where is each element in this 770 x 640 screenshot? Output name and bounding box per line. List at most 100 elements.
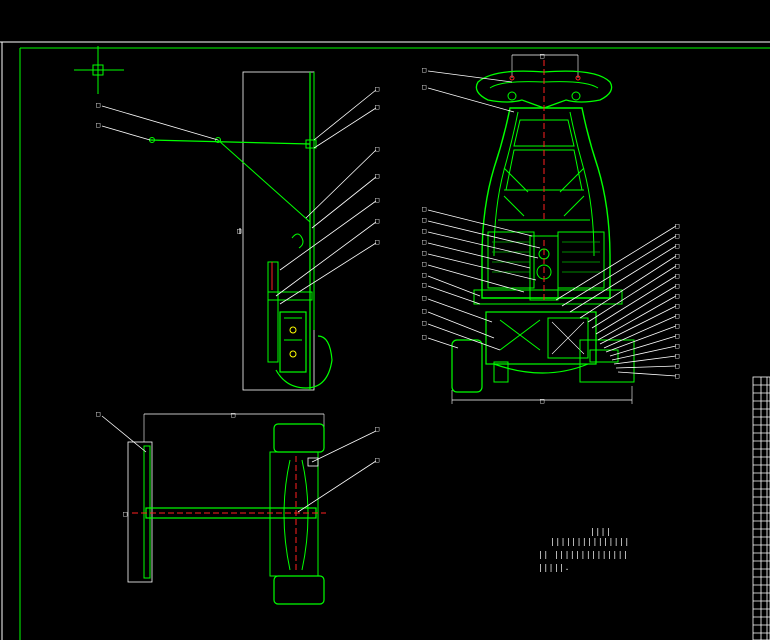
notes-line-1: |||| [590,527,611,536]
side-view-label-6: □ [375,172,379,180]
title-block [752,376,770,640]
notes-line-4: |||||. [538,563,570,572]
front-view-body [481,107,611,299]
front-view-label-r4: □ [675,252,679,260]
side-view-label-2: □ [96,121,100,129]
front-view-label-r15: □ [675,362,679,370]
side-view-base-plate [267,291,313,301]
front-view-axle-arc [493,363,589,374]
front-view-right-assembly [579,339,635,383]
front-view-label-r3: □ [675,242,679,250]
front-view-knob-right [571,91,581,101]
side-view-label-5: □ [375,145,379,153]
side-view-arm-bracket [305,139,317,149]
front-view-pin-right [575,75,581,81]
front-view-label-r8: □ [675,292,679,300]
front-view-label-l14: □ [422,333,426,341]
front-view-label-r14: □ [675,352,679,360]
front-view-label-l10: □ [422,281,426,289]
front-view-gear-housing [485,311,597,365]
top-view-handle-outline [127,441,153,583]
front-view-label-r12: □ [675,332,679,340]
front-view-label-r13: □ [675,342,679,350]
front-view-top-dimension: □ [540,52,544,60]
side-view-label-9: □ [375,238,379,246]
top-view-wheel-bottom [273,575,325,605]
side-view-arm [149,139,311,145]
front-view-wheel-left [451,339,483,393]
top-view-centerlines [132,456,326,572]
front-view-bottom-dimension: □ [540,397,544,405]
front-view-leaders-right [555,225,677,377]
front-view-label-l8: □ [422,260,426,268]
top-view [127,413,325,605]
front-view-block-left [487,231,535,289]
front-view-knob-left [507,91,517,101]
top-view-labels: □ □ □ □ □ [96,410,379,518]
side-view-bolt-2 [289,350,297,358]
top-view-label-2: □ [375,425,379,433]
side-view-labels: □ □ □ □ □ □ □ □ □ □ [96,85,379,246]
side-view-leaders [101,89,377,305]
technical-notes: |||| ||||||||||||||| || |||||||||||||| |… [538,527,630,572]
front-view-block-lines [492,241,600,273]
top-view-handle-bar [143,445,151,579]
front-view-labels: □ □ □ □ □ □ □ □ □ □ □ □ □ □ □ □ □ □ □ □ … [422,52,679,405]
top-view-leaders [101,415,377,513]
side-view-bolt-1 [289,326,297,334]
front-view-base [473,289,623,305]
side-view-hook [291,233,304,249]
front-view-label-l1: □ [422,66,426,74]
front-view-trusses [503,167,585,217]
front-view-label-r9: □ [675,302,679,310]
front-view-label-r2: □ [675,232,679,240]
front-view-label-r7: □ [675,282,679,290]
front-view-block-right [557,231,605,289]
front-view-label-l3: □ [422,205,426,213]
side-view-label-8: □ [375,217,379,225]
front-view-label-l2: □ [422,83,426,91]
front-view-label-r16: □ [675,372,679,380]
side-view-dimension: □ [237,227,241,235]
side-view-arm-joint [215,137,221,143]
top-view-gear-profile [283,459,309,571]
side-view-wheel [275,335,333,389]
front-view-label-l12: □ [422,307,426,315]
crosshair-icon[interactable] [74,46,124,94]
side-view-label-3: □ [375,85,379,93]
side-view-label-7: □ [375,196,379,204]
front-view-label-r5: □ [675,262,679,270]
top-view-side-dimension: □ [123,510,127,518]
notes-line-3: || |||||||||||||| [538,550,628,559]
top-view-frame [269,451,319,577]
front-view-hub-left [493,361,509,383]
notes-line-2: ||||||||||||||| [550,537,630,546]
front-view-label-l5: □ [422,227,426,235]
top-view-label-3: □ [375,456,379,464]
front-view-leaders-left [427,70,541,351]
front-view-label-l6: □ [422,238,426,246]
top-view-label-1: □ [96,410,100,418]
front-view-label-l7: □ [422,249,426,257]
front-view-label-l13: □ [422,319,426,327]
front-view-label-r1: □ [675,222,679,230]
front-view-label-r11: □ [675,322,679,330]
top-view-dimension: □ [231,411,235,419]
side-view-label-4: □ [375,103,379,111]
front-view-linkage [499,319,541,351]
front-view-motor-cross [551,321,585,355]
front-view-body-ribs [493,111,595,257]
front-view-motor [547,317,589,359]
front-view-right-detail [589,349,619,363]
sheet-frame [0,41,770,640]
front-view-label-l9: □ [422,271,426,279]
front-view [451,54,635,404]
side-view [149,71,333,391]
front-view-pin-left [509,75,515,81]
front-view-label-l4: □ [422,216,426,224]
title-block-rows [753,384,770,634]
top-view-wheel-top [273,423,325,453]
title-block-frame [752,376,770,640]
side-view-label-1: □ [96,101,100,109]
